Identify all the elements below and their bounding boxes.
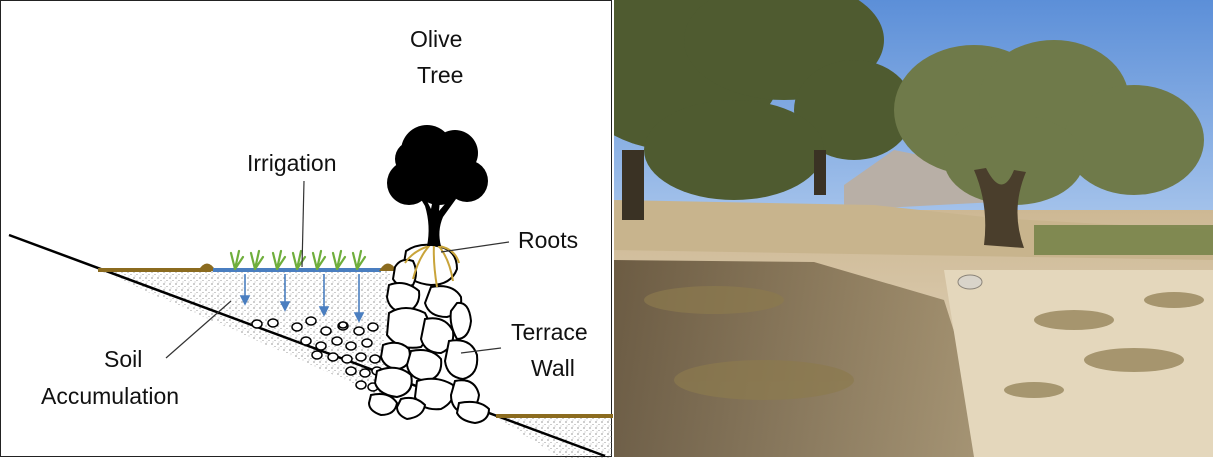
olive-grove-photo [614,0,1213,457]
label-irrigation: Irrigation [247,150,336,176]
olive-tree-crown-icon [387,125,488,205]
terrace-diagram: Olive Tree Irrigation Roots Terrace Wall… [0,0,612,457]
olive-grove-photo-svg [614,0,1213,457]
irrigation-leader-line [302,181,304,267]
left-tree-trunk [622,150,644,220]
distant-shrubs [1034,225,1213,255]
roots-leader-line [441,242,509,252]
label-terrace-line2: Wall [531,355,575,381]
mid-tree-trunk [814,150,826,195]
label-terrace-line1: Terrace [511,319,588,345]
irrigation-plants [231,251,365,269]
label-soil-line2: Accumulation [41,383,179,409]
label-olive-tree-line2: Tree [417,62,463,88]
label-olive-tree-line1: Olive [410,26,462,52]
label-soil-line1: Soil [104,346,142,372]
label-roots: Roots [518,227,578,253]
terrace-diagram-svg: Olive Tree Irrigation Roots Terrace Wall… [1,1,613,458]
rock [958,275,982,289]
